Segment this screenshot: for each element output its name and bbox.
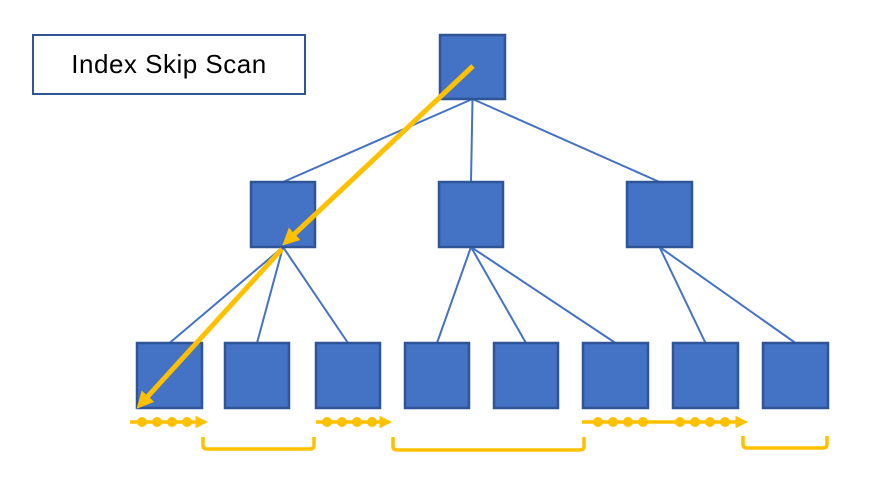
node-leaf-5 xyxy=(492,341,560,410)
node-leaf-2 xyxy=(223,341,291,410)
edge-branch-3-leaf-8 xyxy=(658,246,797,344)
edge-branch-1-leaf-3 xyxy=(282,246,349,344)
title-box: Index Skip Scan xyxy=(32,34,306,95)
leaf-scan-dot-scan-leaf-1-3 xyxy=(167,417,177,427)
node-leaf-8 xyxy=(761,341,830,410)
edge-branch-3-leaf-7 xyxy=(658,246,707,344)
tree-edges xyxy=(168,98,797,344)
leaf-scan-dot-scan-leaf-3-4 xyxy=(367,417,377,427)
leaf-scan-arrows xyxy=(130,415,749,429)
leaf-scan-dot-scan-leaf-6-7-6 xyxy=(690,417,700,427)
node-leaf-4 xyxy=(403,341,471,410)
node-branch-2 xyxy=(437,180,505,249)
leaf-scan-dot-scan-leaf-6-7-5 xyxy=(675,417,685,427)
scan-arrow-branch-1-to-leaf-1 xyxy=(136,247,284,409)
leaf-scan-dot-scan-leaf-3-2 xyxy=(337,417,347,427)
edge-branch-1-leaf-1 xyxy=(168,246,284,344)
node-leaf-7 xyxy=(671,341,740,410)
page-title: Index Skip Scan xyxy=(71,49,267,79)
leaf-scan-dot-scan-leaf-1-2 xyxy=(152,417,162,427)
leaf-scan-dot-scan-leaf-1-1 xyxy=(137,417,147,427)
node-leaf-6 xyxy=(581,341,650,410)
leaf-scan-dot-scan-leaf-6-7-3 xyxy=(623,417,633,427)
edge-branch-2-leaf-6 xyxy=(470,246,617,344)
leaf-scan-dot-scan-leaf-6-7-2 xyxy=(608,417,618,427)
node-leaf-3 xyxy=(314,341,382,410)
skip-brackets xyxy=(201,436,829,452)
leaf-scan-dot-scan-leaf-3-1 xyxy=(322,417,332,427)
scan-path-arrows xyxy=(136,64,475,409)
skip-bracket-skip-leaf-2 xyxy=(201,437,316,451)
leaf-scan-dot-scan-leaf-3-3 xyxy=(352,417,362,427)
leaf-scan-dot-scan-leaf-6-7-7 xyxy=(705,417,715,427)
leaf-scan-dot-scan-leaf-6-7-4 xyxy=(638,417,648,427)
skip-bracket-skip-leaf-4-5 xyxy=(391,437,586,452)
edge-branch-2-leaf-5 xyxy=(470,246,527,344)
node-branch-3 xyxy=(625,180,694,249)
edge-branch-2-leaf-4 xyxy=(436,246,472,344)
leaf-scan-scan-leaf-1 xyxy=(130,415,209,429)
leaf-scan-dot-scan-leaf-6-7-8 xyxy=(720,417,730,427)
leaf-scan-dot-scan-leaf-1-4 xyxy=(182,417,192,427)
edge-root-branch-1 xyxy=(282,98,473,183)
edge-branch-1-leaf-2 xyxy=(256,246,284,344)
leaf-scan-scan-leaf-3 xyxy=(316,415,393,429)
node-branch-1 xyxy=(249,180,317,249)
edge-root-branch-3 xyxy=(472,98,660,183)
edge-root-branch-2 xyxy=(470,98,474,183)
leaf-scan-scan-leaf-6-7 xyxy=(582,415,749,429)
scan-arrow-root-to-branch-1 xyxy=(282,64,475,246)
leaf-scan-dot-scan-leaf-6-7-1 xyxy=(593,417,603,427)
skip-bracket-skip-leaf-8 xyxy=(741,436,829,450)
